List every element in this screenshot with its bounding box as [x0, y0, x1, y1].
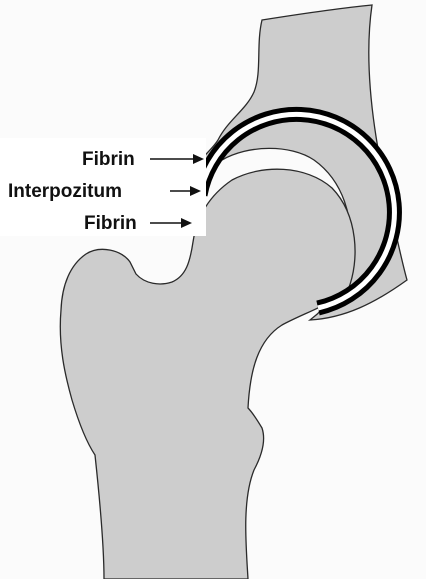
label-interpozitum: Interpozitum	[8, 181, 122, 202]
label-fibrin-bottom: Fibrin	[84, 213, 137, 234]
label-fibrin-top: Fibrin	[82, 149, 135, 170]
